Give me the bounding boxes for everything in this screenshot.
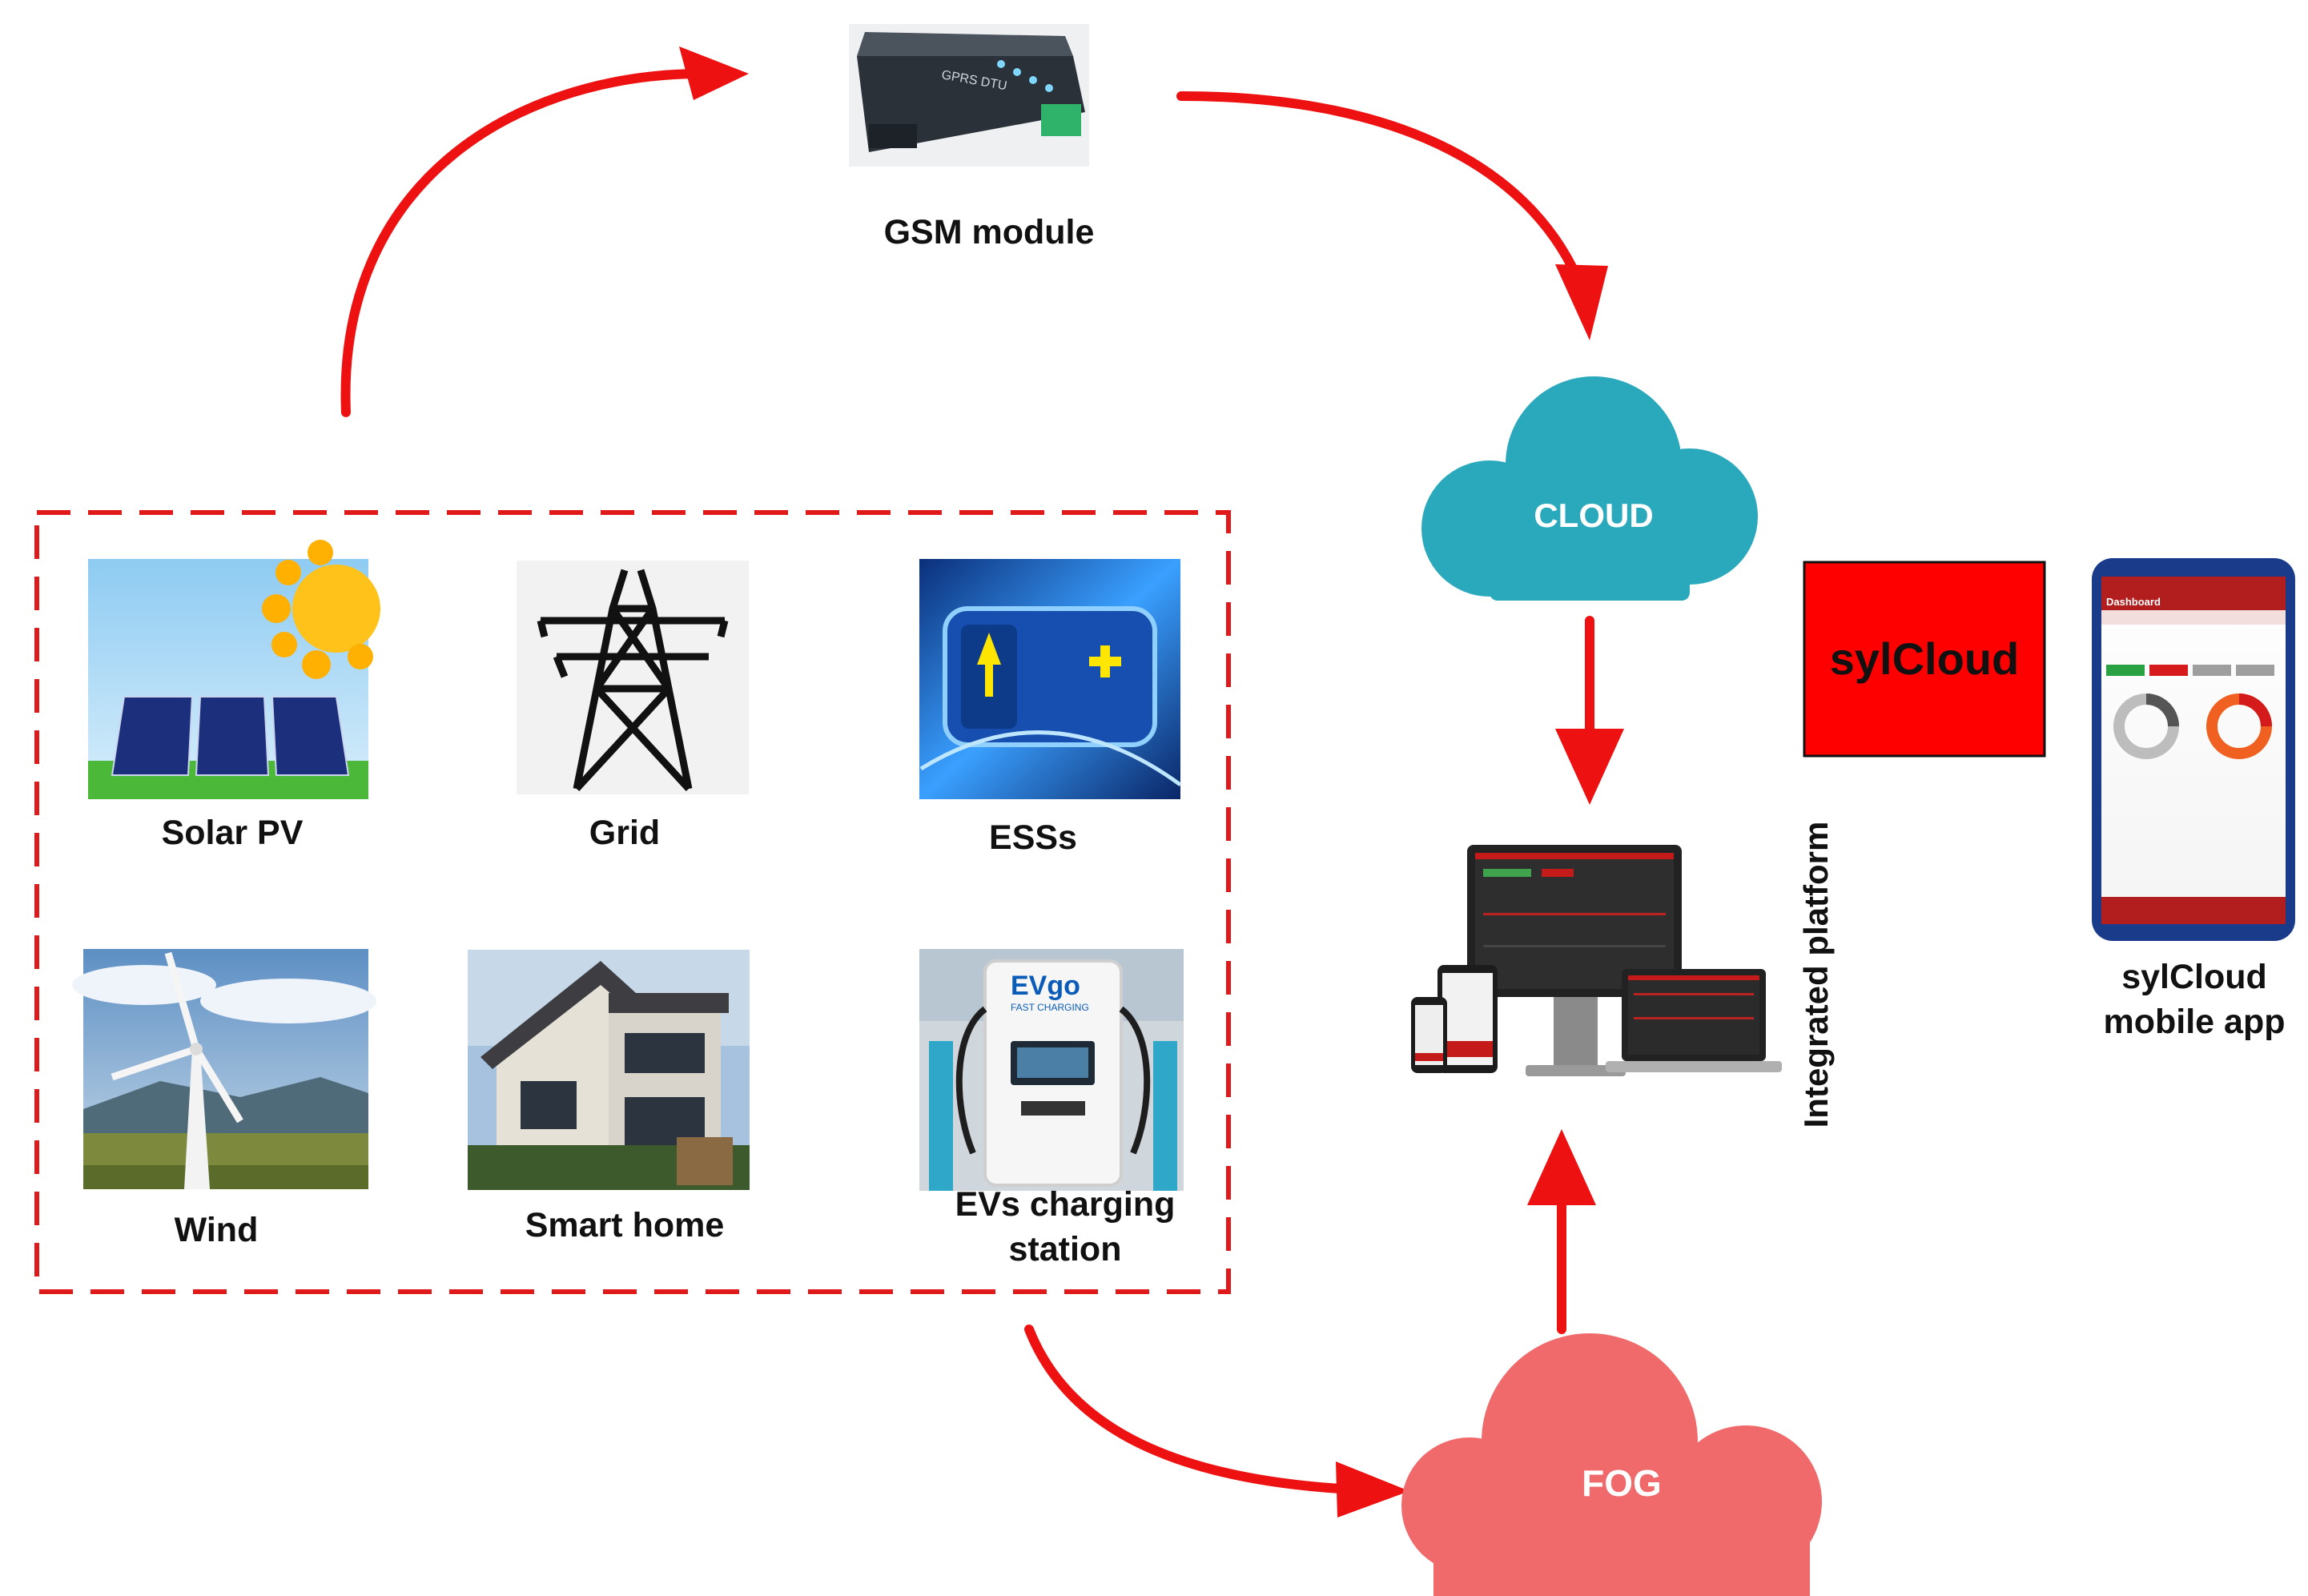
wind-turbine-image bbox=[72, 949, 376, 1189]
arrow-sources-to-fog bbox=[1024, 1325, 1358, 1494]
cloud-shape bbox=[1421, 376, 1758, 601]
evgo-brand: EVgo bbox=[1011, 971, 1080, 1001]
systems-boundary bbox=[34, 510, 1231, 1294]
grid-tower-image bbox=[517, 561, 749, 794]
ess-image bbox=[919, 559, 1182, 799]
ev-charger-image: EVgo FAST CHARGING bbox=[919, 949, 1184, 1191]
mobile-screen-title: Dashboard bbox=[2106, 596, 2161, 608]
mobile-app-label-line1: sylCloud bbox=[2121, 958, 2267, 996]
smart-home-label: Smart home bbox=[525, 1206, 725, 1244]
integrated-platform-label: Integrated platform bbox=[1797, 821, 1835, 1128]
mobile-app-label-line2: mobile app bbox=[2103, 1003, 2286, 1041]
sylcloud-label: sylCloud bbox=[1829, 633, 2020, 684]
arrowhead-platform-up bbox=[1527, 1129, 1596, 1205]
mobile-phone-image bbox=[2092, 558, 2295, 941]
smart-home-image bbox=[468, 950, 750, 1190]
arrow-gsm-to-cloud bbox=[1176, 91, 1586, 293]
ev-charging-label-line2: station bbox=[1008, 1230, 1122, 1268]
ess-label: ESSs bbox=[989, 818, 1077, 857]
gsm-module-label: GSM module bbox=[883, 213, 1095, 251]
cloud-label: CLOUD bbox=[1534, 496, 1654, 534]
evgo-subtitle: FAST CHARGING bbox=[1011, 1002, 1089, 1013]
arrowhead-cloud bbox=[1555, 264, 1608, 340]
solar-pv-label: Solar PV bbox=[161, 814, 304, 852]
solar-pv-image bbox=[88, 540, 380, 799]
arrowhead-platform-down bbox=[1555, 729, 1624, 805]
fog-shape bbox=[1401, 1333, 1822, 1596]
fog-label: FOG bbox=[1582, 1462, 1662, 1504]
gsm-module-image: GPRS DTU bbox=[849, 24, 1089, 167]
ev-charging-label-line1: EVs charging bbox=[955, 1185, 1176, 1224]
wind-label: Wind bbox=[174, 1211, 259, 1249]
arrow-sources-to-gsm bbox=[340, 69, 702, 417]
grid-label: Grid bbox=[589, 814, 661, 852]
arrowhead-fog bbox=[1336, 1461, 1409, 1518]
sylcloud-box bbox=[1803, 561, 2046, 758]
platform-devices-image bbox=[1411, 845, 1782, 1076]
arrowhead-gsm bbox=[679, 46, 749, 100]
